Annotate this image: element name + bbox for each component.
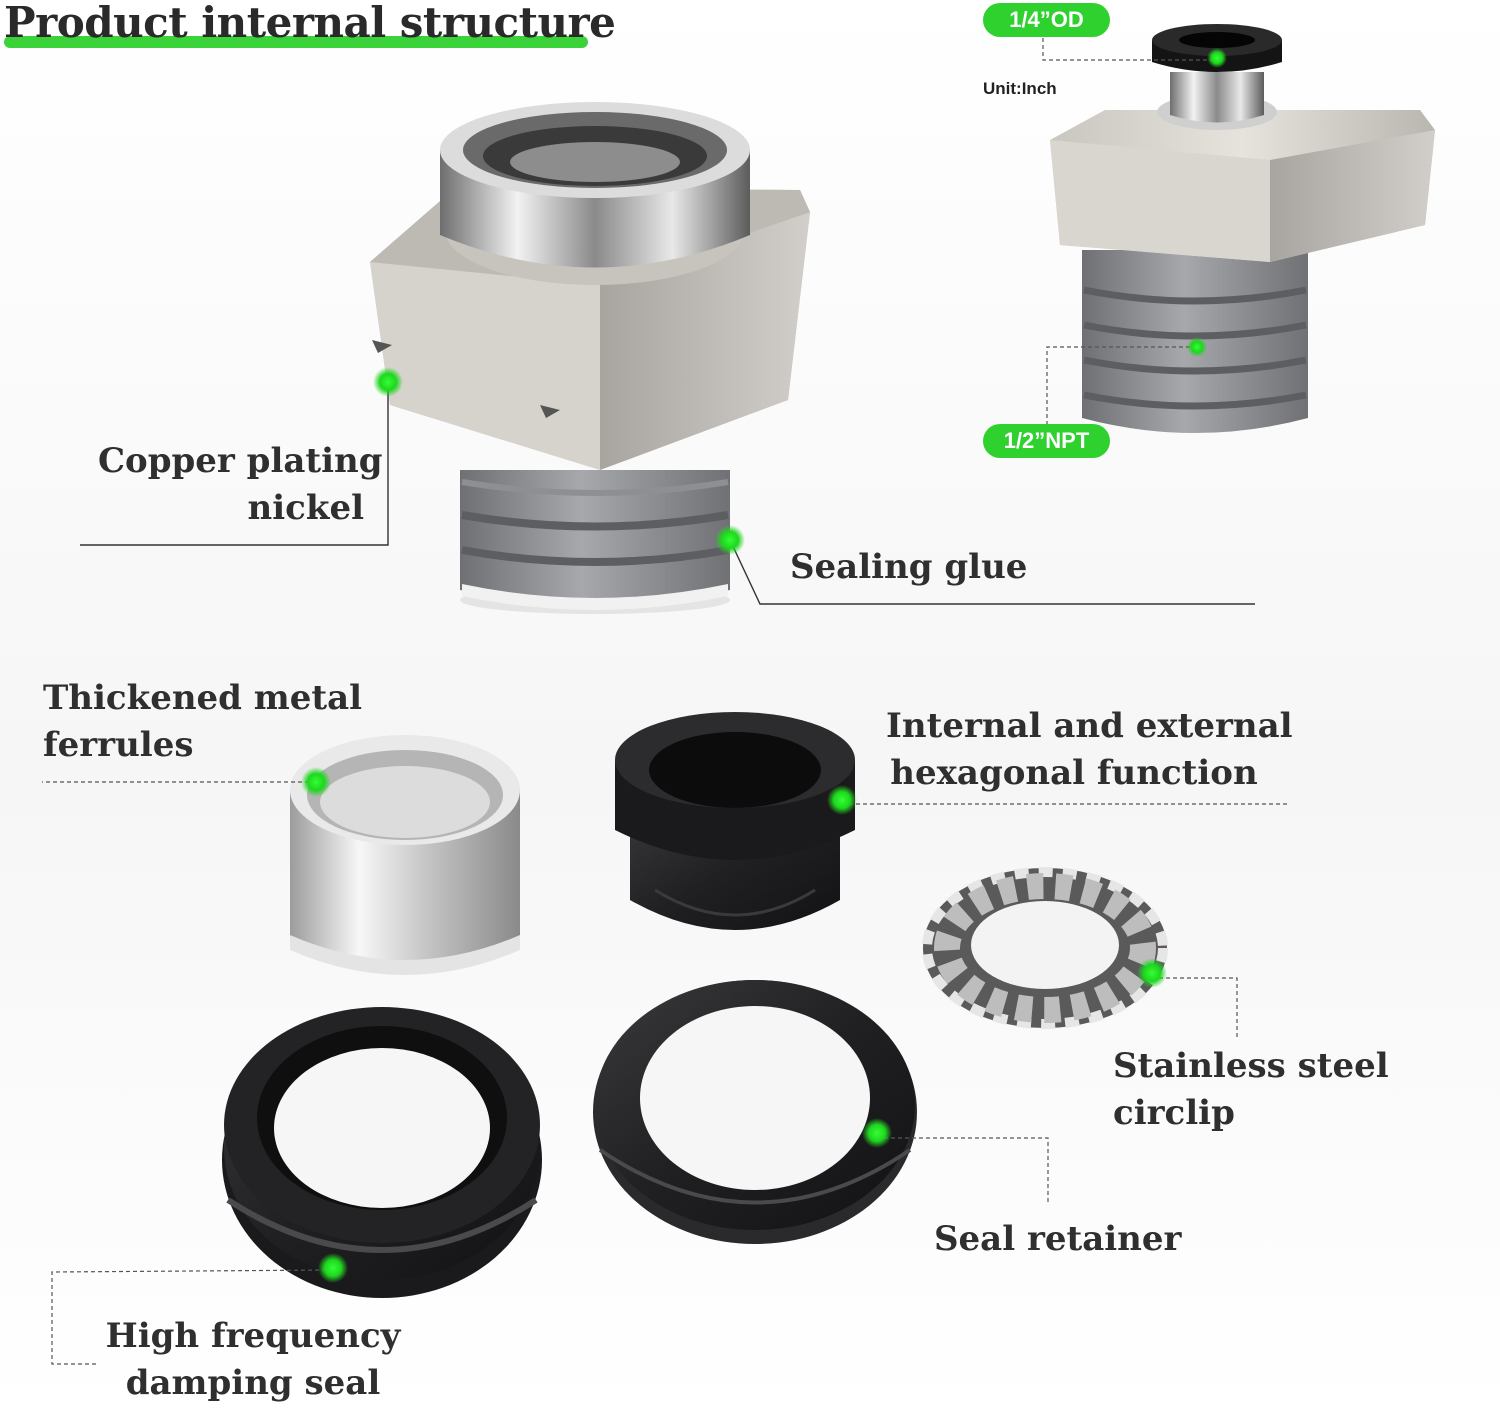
callout-dots (301, 48, 1227, 1283)
label-line: ferrules (43, 725, 194, 765)
callout-dot (373, 367, 403, 397)
callout-dot (318, 1253, 348, 1283)
callout-dot (301, 767, 331, 797)
label-seal-retainer: Seal retainer (934, 1219, 1182, 1259)
page-title: Product internal structure (4, 0, 616, 47)
label-line: hexagonal function (890, 753, 1258, 793)
label-hex-function: Internal and external hexagonal function (886, 703, 1293, 797)
large-fitting (370, 102, 810, 614)
label-circlip: Stainless steel circlip (1113, 1043, 1389, 1137)
label-line: High frequency (105, 1316, 401, 1356)
label-metal-ferrules: Thickened metal ferrules (43, 675, 362, 769)
seal-retainer-part (593, 980, 917, 1244)
callout-dot (1207, 48, 1227, 68)
hex-rubber-part (615, 712, 855, 930)
leader-lines (42, 38, 1288, 1365)
unit-label: Unit:Inch (983, 79, 1057, 98)
callout-dot (862, 1118, 892, 1148)
callout-dot (827, 785, 857, 815)
label-line: Copper plating (98, 441, 383, 481)
label-copper-plating: Copper plating nickel (98, 438, 383, 532)
outer-diameter-badge: 1/4”OD (983, 3, 1110, 37)
callout-dot (1187, 337, 1207, 357)
thread-size-badge: 1/2”NPT (983, 424, 1110, 458)
callout-dot (715, 525, 745, 555)
label-line: circlip (1113, 1093, 1235, 1133)
label-line: Thickened metal (43, 678, 363, 718)
title-underline (4, 36, 588, 48)
stainless-circlip (922, 867, 1168, 1029)
label-line: damping seal (125, 1363, 381, 1403)
label-line: nickel (247, 488, 364, 528)
label-sealing-glue: Sealing glue (790, 547, 1028, 587)
damping-seal (222, 1007, 542, 1298)
small-fitting (1050, 24, 1435, 433)
label-line: Internal and external (886, 706, 1293, 746)
callout-dot (1137, 958, 1167, 988)
label-damping-seal: High frequency damping seal (98, 1313, 408, 1407)
label-line: Stainless steel (1113, 1046, 1389, 1086)
metal-ferrule (290, 735, 520, 975)
